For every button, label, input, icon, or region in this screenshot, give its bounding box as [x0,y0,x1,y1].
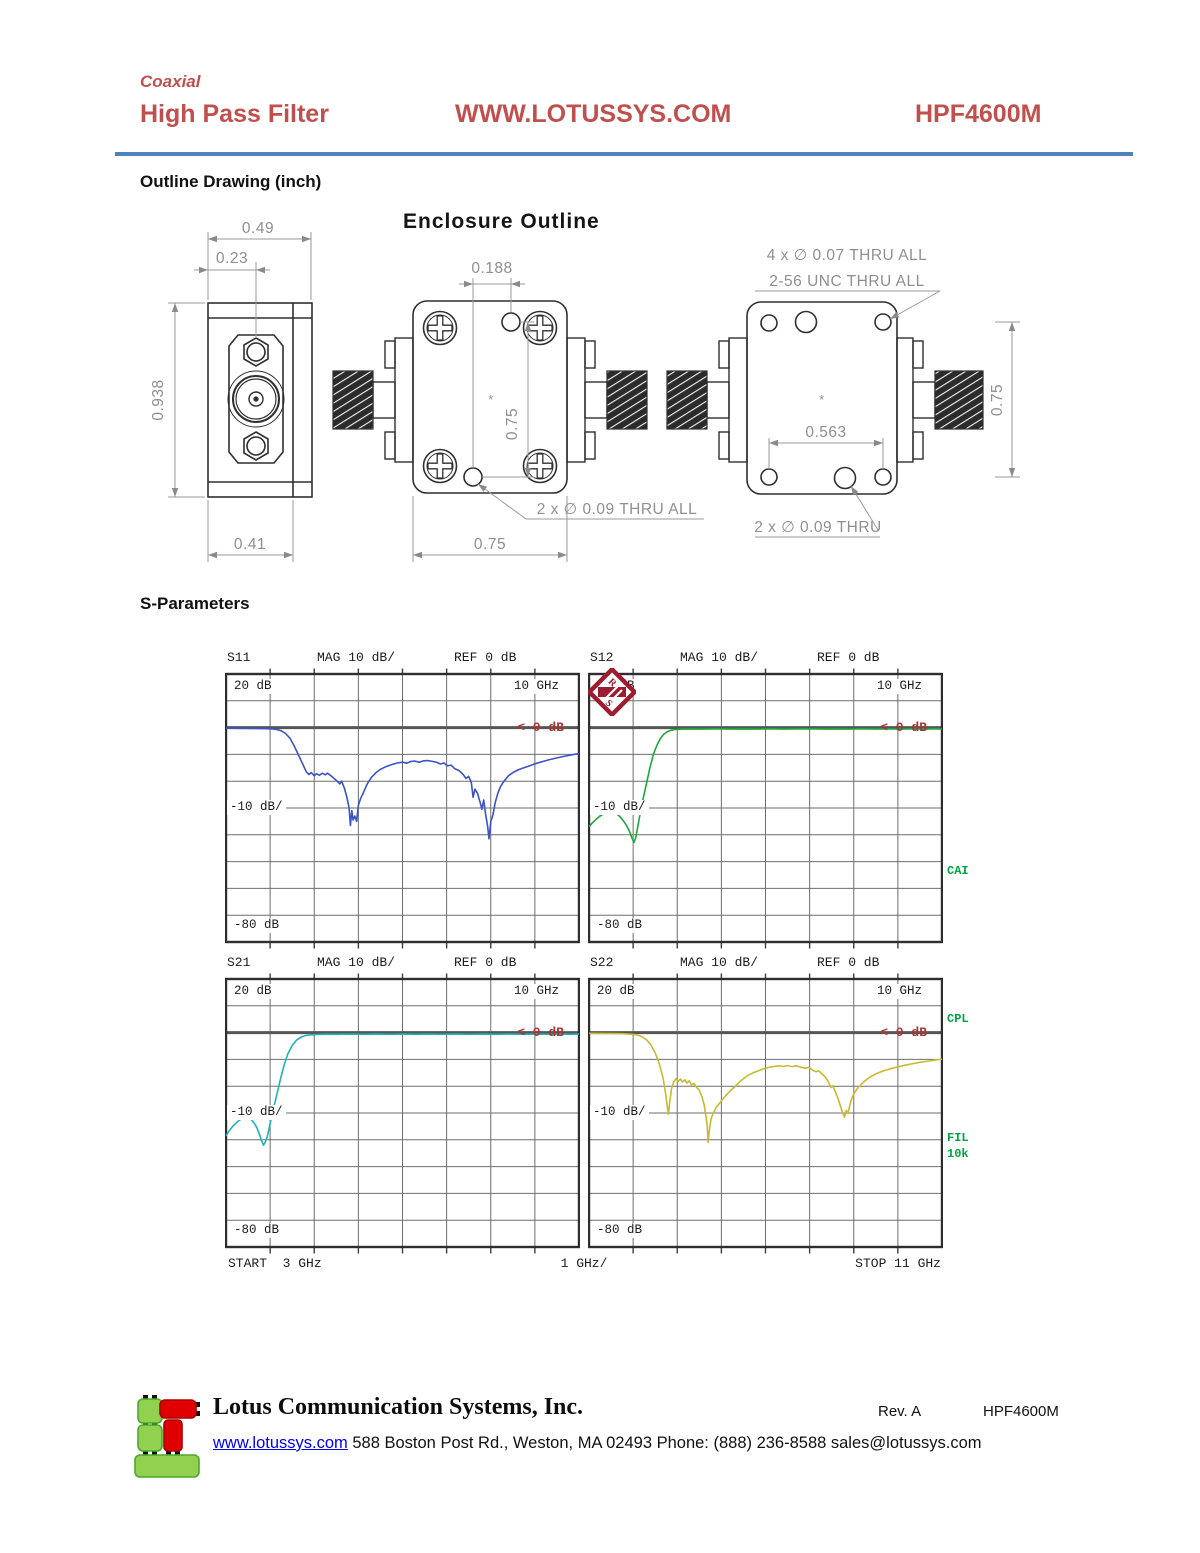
s11-ref-marker: < 0 dB [517,720,564,735]
s11-header: S11 MAG 10 dB/ REF 0 dB [225,650,580,666]
s12-freq-label: 10 GHz [873,679,925,694]
model-number: HPF4600M [915,100,1042,128]
plot-canvas [588,973,943,1254]
axis-start-label: START 3 GHz [228,1256,322,1271]
s21-label: S21 [227,955,251,970]
s22-freq-label: 10 GHz [873,984,925,999]
center-mark-back-view: * [819,392,825,407]
fil-bw-annotation: 10k [947,1147,969,1161]
product-type: High Pass Filter [140,100,329,128]
footer-model-number: HPF4600M [983,1403,1059,1420]
note-screw-holes-1: 4 x ∅ 0.07 THRU ALL [767,247,928,264]
plot-canvas [225,668,580,949]
s22-scale: MAG 10 dB/ [680,955,759,970]
s11-freq-label: 10 GHz [510,679,562,694]
s11-plot: 20 dB 10 GHz -10 dB/ -80 dB < 0 dB [225,668,580,949]
website: WWW.LOTUSSYS.COM [455,100,732,128]
s11-top-scale: 20 dB [231,679,275,694]
footer-contact-line: www.lotussys.com 588 Boston Post Rd., We… [213,1434,982,1453]
website-link[interactable]: www.lotussys.com [213,1434,348,1452]
s22-top-scale: 20 dB [594,984,638,999]
enclosure-outline-title: Enclosure Outline [403,210,600,233]
company-name: Lotus Communication Systems, Inc. [213,1394,584,1420]
outline-drawing: 0.49 0.23 0.938 0.41 0.188 0.75 0.75 2 x… [150,220,1020,562]
dim-hole-spacing-v: 0.75 [504,408,521,440]
axis-per-div-label: 1 GHz/ [560,1256,608,1271]
s11-trace [225,727,580,840]
s12-scale: MAG 10 dB/ [680,650,759,665]
dim-front-depth: 0.41 [234,536,266,553]
sparams-section-title: S-Parameters [140,594,250,613]
s12-ref: REF 0 dB [817,650,880,665]
dim-back-hole-spacing: 0.563 [805,424,846,441]
fil-annotation: FIL [947,1131,969,1145]
s22-plot: 20 dB 10 GHz -10 dB/ -80 dB < 0 dB [588,973,943,1254]
dim-back-height: 0.75 [989,384,1006,416]
s22-bottom-scale: -80 dB [594,1223,646,1238]
s22-ref-marker: < 0 dB [880,1025,927,1040]
s21-scale: MAG 10 dB/ [317,955,396,970]
s22-label: S22 [590,955,614,970]
s12-plot: 20 dB 10 GHz -10 dB/ -80 dB < 0 dB R S [588,668,943,949]
s11-scale: MAG 10 dB/ [317,650,396,665]
s12-bottom-scale: -80 dB [594,918,646,933]
s22-header: S22 MAG 10 dB/ REF 0 dB [588,955,943,971]
s22-trace [588,1032,943,1144]
s22-ref: REF 0 dB [817,955,880,970]
rs-logo-icon: R S [588,668,636,716]
s21-ref-marker: < 0 dB [517,1025,564,1040]
dim-front-width: 0.49 [242,220,274,237]
product-family: Coaxial [140,72,201,91]
s21-top-scale: 20 dB [231,984,275,999]
cai-annotation: CAI [947,864,969,878]
s21-ref: REF 0 dB [454,955,517,970]
note-pin-holes-back: 2 x ∅ 0.09 THRU [754,519,882,536]
company-address: 588 Boston Post Rd., Weston, MA 02493 Ph… [352,1434,982,1452]
s11-label: S11 [227,650,251,665]
dim-front-offset: 0.23 [216,250,248,267]
s21-mid-scale: -10 dB/ [227,1105,286,1120]
s11-ref: REF 0 dB [454,650,517,665]
note-pin-holes: 2 x ∅ 0.09 THRU ALL [537,501,698,518]
s21-header: S21 MAG 10 dB/ REF 0 dB [225,955,580,971]
s12-mid-scale: -10 dB/ [590,800,649,815]
s21-freq-label: 10 GHz [510,984,562,999]
note-screw-holes-2: 2-56 UNC THRU ALL [769,273,925,290]
plot-canvas [225,973,580,1254]
center-mark-top-view: * [488,392,494,407]
s22-mid-scale: -10 dB/ [590,1105,649,1120]
s11-mid-scale: -10 dB/ [227,800,286,815]
s21-bottom-scale: -80 dB [231,1223,283,1238]
header-rule [115,152,1133,156]
revision-label: Rev. A [878,1403,922,1420]
cpl-annotation: CPL [947,1012,969,1026]
s21-plot: 20 dB 10 GHz -10 dB/ -80 dB < 0 dB [225,973,580,1254]
s12-label: S12 [590,650,614,665]
s12-ref-marker: < 0 dB [880,720,927,735]
dim-front-height: 0.938 [150,379,167,420]
s12-header: S12 MAG 10 dB/ REF 0 dB [588,650,943,666]
dim-body-width: 0.75 [474,536,506,553]
s11-bottom-scale: -80 dB [231,918,283,933]
outline-section-title: Outline Drawing (inch) [140,172,322,191]
dim-hole-offset: 0.188 [471,260,512,277]
axis-stop-label: STOP 11 GHz [855,1256,941,1271]
s21-trace [225,1033,580,1146]
lotus-logo [134,1395,200,1478]
